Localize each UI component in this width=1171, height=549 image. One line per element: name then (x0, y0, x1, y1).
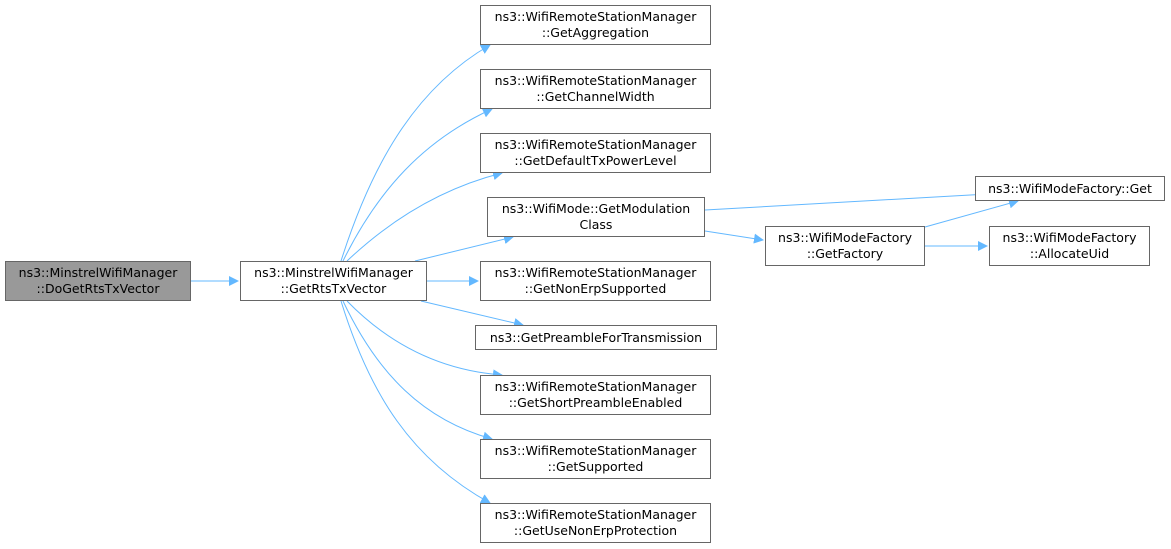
node-label-line: ns3::MinstrelWifiManager (18, 265, 178, 280)
node-label-line: ::GetRtsTxVector (280, 281, 387, 296)
node-minstrel-get-rts-tx-vector[interactable]: ns3::MinstrelWifiManager ::GetRtsTxVecto… (240, 261, 427, 301)
node-label-line: ::GetFactory (806, 246, 884, 261)
node-label-line: ::GetDefaultTxPowerLevel (514, 153, 677, 168)
node-get-short-preamble-enabled[interactable]: ns3::WifiRemoteStationManager ::GetShort… (480, 375, 711, 415)
node-get-preamble-for-transmission[interactable]: ns3::GetPreambleForTransmission (475, 325, 717, 350)
edge-getrts-to-chw (342, 108, 493, 262)
node-wifi-mode-factory-get-factory[interactable]: ns3::WifiModeFactory ::GetFactory (765, 226, 925, 266)
node-wifi-mode-factory-allocate-uid[interactable]: ns3::WifiModeFactory ::AllocateUid (989, 226, 1150, 266)
node-get-non-erp-supported[interactable]: ns3::WifiRemoteStationManager ::GetNonEr… (480, 261, 711, 301)
edge-getrts-to-modcls (414, 234, 514, 262)
node-label-line: ns3::WifiModeFactory::Get (988, 180, 1152, 196)
edge-getrts-to-supported (342, 300, 493, 442)
node-label-line: ns3::WifiRemoteStationManager (494, 507, 697, 522)
edge-getrts-to-aggr (340, 44, 491, 262)
edge-modcls-to-factory (704, 230, 764, 244)
node-label-line: ::GetChannelWidth (536, 89, 655, 104)
node-wifi-mode-factory-get[interactable]: ns3::WifiModeFactory::Get (975, 176, 1165, 201)
edge-factory-to-mfget (924, 198, 1019, 228)
edge-getrts-to-usenonerp (340, 300, 491, 504)
node-label-line: ::AllocateUid (1029, 246, 1110, 261)
node-label-line: ns3::WifiRemoteStationManager (494, 73, 697, 88)
node-label-line: ns3::WifiRemoteStationManager (494, 9, 697, 24)
edge-getrts-to-txpow (346, 170, 503, 262)
edge-getrts-to-preamble (420, 300, 524, 328)
node-label-line: ::GetAggregation (541, 25, 650, 40)
node-label-line: ::GetShortPreambleEnabled (508, 395, 683, 410)
node-wifi-mode-get-modulation-class[interactable]: ns3::WifiMode::GetModulation Class (487, 197, 705, 237)
node-get-channel-width[interactable]: ns3::WifiRemoteStationManager ::GetChann… (480, 69, 711, 109)
node-get-use-non-erp-protection[interactable]: ns3::WifiRemoteStationManager ::GetUseNo… (480, 503, 711, 543)
node-label-line: ::GetSupported (547, 459, 644, 474)
node-get-supported[interactable]: ns3::WifiRemoteStationManager ::GetSuppo… (480, 439, 711, 479)
node-label-line: ns3::WifiRemoteStationManager (494, 265, 697, 280)
node-label-line: ::DoGetRtsTxVector (36, 281, 160, 296)
node-label-line: Class (579, 217, 613, 232)
edge-getrts-to-shortpre (346, 300, 503, 380)
node-label-line: ns3::WifiRemoteStationManager (494, 379, 697, 394)
node-get-default-tx-power-level[interactable]: ns3::WifiRemoteStationManager ::GetDefau… (480, 133, 711, 173)
node-label-line: ns3::WifiModeFactory (1002, 230, 1137, 245)
node-label-line: ns3::WifiModeFactory (778, 230, 912, 245)
node-label-line: ::GetNonErpSupported (524, 281, 667, 296)
node-label-line: ns3::WifiRemoteStationManager (494, 443, 697, 458)
node-minstrel-do-get-rts-tx-vector: ns3::MinstrelWifiManager ::DoGetRtsTxVec… (5, 261, 191, 301)
node-label-line: ns3::WifiRemoteStationManager (494, 137, 697, 152)
node-label-line: ns3::MinstrelWifiManager (254, 265, 413, 280)
node-get-aggregation[interactable]: ns3::WifiRemoteStationManager ::GetAggre… (480, 5, 711, 45)
edge-modcls-to-mfget (704, 189, 989, 211)
node-label-line: ns3::WifiMode::GetModulation (501, 201, 691, 216)
edge-layer (191, 44, 1019, 504)
node-label-line: ns3::GetPreambleForTransmission (489, 329, 703, 345)
node-label-line: ::GetUseNonErpProtection (513, 523, 678, 538)
